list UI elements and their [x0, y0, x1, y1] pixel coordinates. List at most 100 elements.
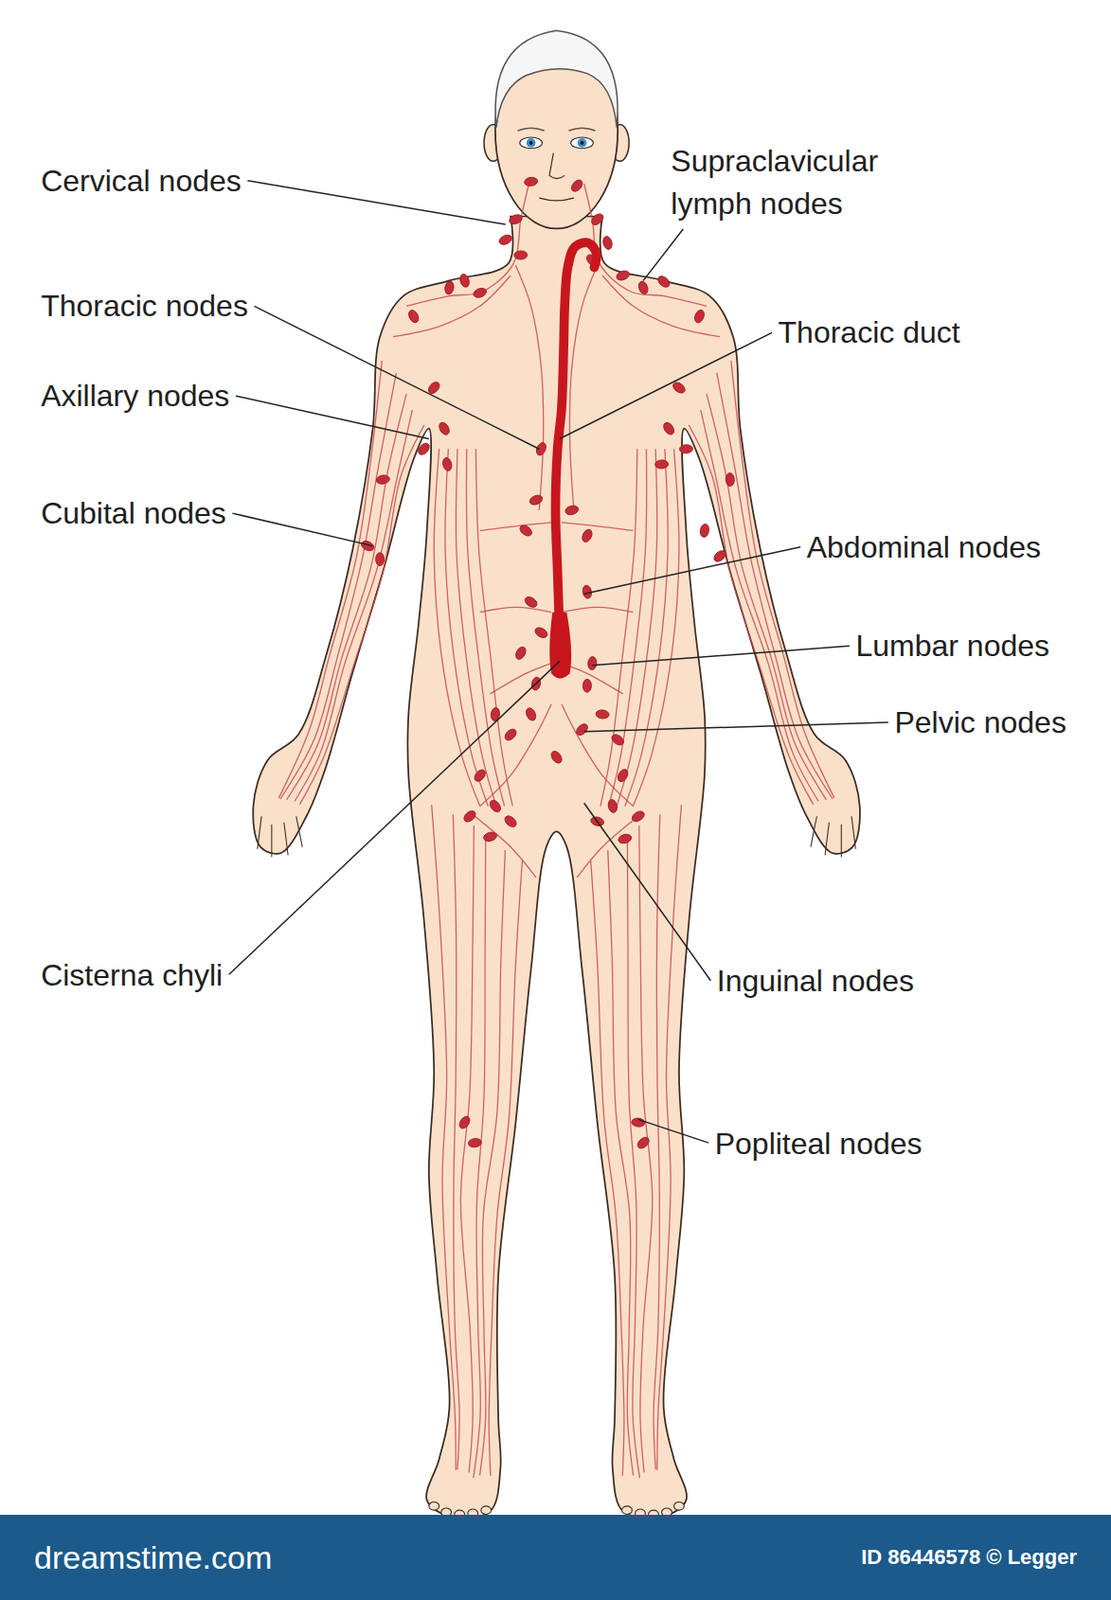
lymph-node	[629, 809, 646, 825]
lymph-vessel	[576, 816, 639, 879]
lymph-node	[457, 1114, 472, 1131]
lymph-node	[441, 457, 453, 473]
lymph-node	[507, 213, 523, 226]
lymph-node	[472, 768, 488, 785]
toe	[622, 1506, 633, 1516]
lymph-vessel	[639, 825, 653, 1473]
leader-line	[235, 395, 430, 439]
lymph-node	[693, 308, 707, 324]
lymph-node	[415, 441, 431, 458]
finger-line	[284, 823, 288, 856]
watermark-band: dreamstime.com ID 86446578 © Legger	[0, 1515, 1111, 1600]
lymph-node	[595, 709, 610, 719]
lymph-node-group	[359, 176, 735, 1151]
leader-line	[253, 305, 539, 449]
finger-line	[296, 816, 303, 847]
eye-pupil	[529, 141, 534, 145]
leader-line	[232, 513, 373, 546]
part-label: Cubital nodes	[40, 492, 227, 536]
part-label: Abdominal nodes	[806, 525, 1041, 569]
lymph-node	[524, 706, 538, 723]
part-label: Thoracic duct	[778, 311, 961, 355]
mouth	[538, 197, 574, 201]
lymph-vessel	[627, 837, 640, 1479]
lymph-vessel	[480, 704, 552, 807]
lymph-vessel	[616, 448, 657, 807]
finger-line	[810, 816, 817, 847]
lymph-vessel	[480, 850, 506, 1476]
watermark-site: dreamstime.com	[34, 1540, 272, 1577]
lymph-node	[637, 280, 650, 296]
lymph-node	[528, 493, 544, 507]
finger-line	[851, 816, 856, 849]
lymph-node	[444, 280, 456, 295]
part-label: Cisterna chyli	[40, 953, 223, 997]
lymph-node	[376, 474, 391, 485]
leader-line	[638, 1119, 709, 1144]
lymph-vessel	[286, 394, 408, 801]
leader-line	[584, 722, 889, 733]
lymph-node	[614, 268, 630, 282]
lymph-node	[514, 250, 528, 260]
toe	[674, 1503, 685, 1512]
toe	[481, 1506, 492, 1516]
lymph-vessel	[431, 805, 457, 1471]
lymph-vessel	[569, 265, 597, 511]
lymph-vessel	[452, 814, 460, 1470]
lymph-vessel	[600, 448, 638, 807]
lymph-node	[582, 679, 592, 693]
cisterna-chyli	[549, 612, 572, 680]
lymph-node	[617, 833, 633, 846]
toe	[429, 1503, 440, 1512]
lymph-vessel	[475, 448, 513, 807]
lymph-node	[502, 727, 519, 743]
part-label: Pelvic nodes	[894, 701, 1066, 745]
lymph-node	[502, 814, 519, 830]
lymph-node	[655, 460, 669, 469]
lymph-vessel	[299, 425, 424, 806]
watermark-id: ID 86446578 © Legger	[860, 1545, 1077, 1571]
lymph-vessel	[480, 522, 552, 532]
leader-line	[643, 229, 683, 281]
leader-line	[229, 661, 560, 975]
lymph-node	[635, 1135, 651, 1151]
part-label: Thoracic nodes	[40, 285, 249, 328]
lymph-vessel	[706, 394, 827, 801]
part-label: Cervical nodes	[40, 159, 242, 202]
hair	[495, 30, 618, 127]
eyebrow	[569, 127, 596, 131]
nose	[549, 153, 565, 180]
lymph-node	[458, 272, 471, 288]
lymph-node	[698, 523, 710, 538]
lymph-vessel	[731, 360, 835, 799]
part-label: Axillary nodes	[40, 375, 230, 418]
lymph-node	[587, 656, 597, 671]
eye-iris	[526, 138, 537, 148]
lymph-node	[462, 808, 479, 825]
finger-line	[824, 823, 829, 856]
lymph-vessel	[433, 448, 481, 807]
part-label: Supraclavicular lymph nodes	[670, 140, 917, 226]
lymph-node	[513, 645, 528, 662]
lymph-node	[533, 626, 550, 641]
eye-pupil	[580, 141, 585, 145]
lymph-node	[679, 444, 693, 454]
lymph-node	[661, 420, 676, 437]
lymph-node	[549, 749, 565, 766]
lymph-vessel	[488, 860, 522, 1477]
lymph-vessel	[515, 265, 543, 511]
part-label: Lumbar nodes	[855, 625, 1050, 668]
lymph-vessel	[460, 825, 474, 1473]
lymph-node	[725, 472, 735, 486]
lymph-node	[569, 178, 585, 195]
lymph-node	[518, 523, 535, 539]
lymph-node	[437, 420, 452, 437]
eye-white	[571, 137, 594, 149]
lymph-node	[376, 553, 385, 567]
lymph-node	[487, 798, 503, 815]
lymph-node	[609, 733, 627, 749]
part-label: Popliteal nodes	[715, 1122, 923, 1165]
leader-line	[584, 547, 801, 595]
lymph-vessel	[653, 814, 661, 1470]
